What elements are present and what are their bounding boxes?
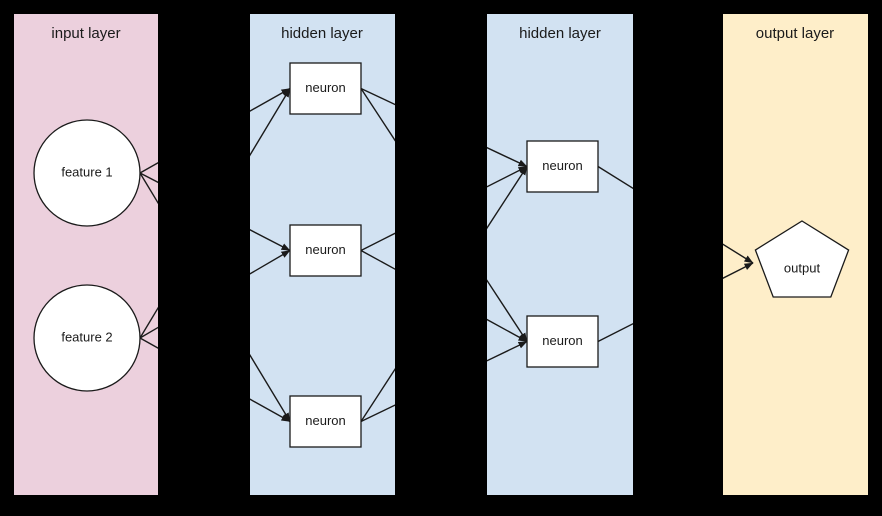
connection-edges bbox=[139, 87, 754, 423]
edge-segment-target bbox=[250, 87, 291, 112]
node-label: neuron bbox=[305, 413, 345, 428]
layer-title-hidden-1: hidden layer bbox=[281, 25, 363, 42]
edge-segment-target bbox=[487, 340, 528, 362]
circle-shape bbox=[33, 119, 141, 227]
node-label: neuron bbox=[542, 333, 582, 348]
pentagon-shape bbox=[754, 220, 850, 298]
rect-shape bbox=[289, 395, 362, 448]
node-label: feature 2 bbox=[61, 329, 112, 344]
edge-segment-target bbox=[250, 353, 291, 422]
node-h1-n1[interactable]: neuron bbox=[289, 62, 362, 115]
edge-segment-target bbox=[250, 249, 291, 275]
edge-segment-target bbox=[487, 146, 528, 168]
edge-arrow-h2-n1-to-out-1 bbox=[723, 243, 754, 264]
node-h1-n3[interactable]: neuron bbox=[289, 395, 362, 448]
edge-h2-n2-to-out-1 bbox=[597, 322, 633, 343]
edge-h2-n1-to-out-1 bbox=[597, 165, 633, 190]
edge-h1-n2-to-h2-n1 bbox=[360, 232, 395, 252]
edge-arrow-feature-1-to-h1-n2 bbox=[250, 229, 291, 252]
rect-shape bbox=[526, 140, 599, 193]
rect-shape bbox=[526, 315, 599, 368]
edge-h1-n2-to-h2-n2 bbox=[360, 249, 395, 270]
node-label: output bbox=[784, 260, 821, 275]
edge-segment-target bbox=[250, 88, 291, 157]
edge-segment-source bbox=[360, 404, 395, 423]
edge-arrow-feature-2-to-h1-n3 bbox=[250, 398, 291, 423]
edge-arrow-h1-n2-to-h2-n1 bbox=[487, 165, 528, 188]
network-nodes: feature 1 feature 2 neuron neuron neuron neur… bbox=[33, 62, 850, 448]
rect-shape bbox=[289, 62, 362, 115]
edge-segment-target bbox=[487, 279, 528, 342]
node-feature-2[interactable]: feature 2 bbox=[33, 284, 141, 392]
edge-segment-target bbox=[487, 318, 528, 343]
node-h1-n2[interactable]: neuron bbox=[289, 224, 362, 277]
edge-arrow-feature-1-to-h1-n3 bbox=[250, 353, 291, 422]
node-label: neuron bbox=[542, 158, 582, 173]
edge-segment-source bbox=[597, 165, 633, 190]
edge-segment-target bbox=[487, 166, 528, 230]
layer-title-hidden-2: hidden layer bbox=[519, 25, 601, 42]
edge-arrow-h1-n3-to-h2-n2 bbox=[487, 340, 528, 362]
edge-segment-target bbox=[487, 165, 528, 188]
layer-title-output: output layer bbox=[756, 25, 834, 42]
edge-arrow-h2-n2-to-out-1 bbox=[723, 262, 754, 279]
node-label: feature 1 bbox=[61, 164, 112, 179]
layer-background-hidden-2 bbox=[487, 14, 633, 495]
edge-arrow-feature-2-to-h1-n2 bbox=[250, 249, 291, 275]
circle-shape bbox=[33, 284, 141, 392]
node-h2-n2[interactable]: neuron bbox=[526, 315, 599, 368]
edge-segment-target bbox=[723, 243, 754, 264]
layer-background-input bbox=[14, 14, 158, 495]
edge-arrow-h1-n1-to-h2-n1 bbox=[487, 146, 528, 168]
node-h2-n1[interactable]: neuron bbox=[526, 140, 599, 193]
layer-titles: input layer hidden layer hidden layer outpu… bbox=[51, 25, 834, 42]
edge-segment-source bbox=[360, 232, 395, 252]
edge-h1-n3-to-h2-n1 bbox=[360, 367, 395, 422]
node-feature-1[interactable]: feature 1 bbox=[33, 119, 141, 227]
edge-segment-target bbox=[250, 398, 291, 423]
edge-arrow-h1-n2-to-h2-n2 bbox=[487, 318, 528, 343]
edge-arrow-h1-n3-to-h2-n1 bbox=[487, 166, 528, 230]
node-label: neuron bbox=[305, 242, 345, 257]
edge-h1-n1-to-h2-n2 bbox=[360, 88, 395, 142]
edge-segment-target bbox=[250, 229, 291, 252]
edge-segment-target bbox=[723, 262, 754, 279]
edge-segment-source bbox=[597, 322, 633, 343]
node-out-1[interactable]: output bbox=[754, 220, 850, 298]
node-label: neuron bbox=[305, 80, 345, 95]
edge-arrow-feature-2-to-h1-n1 bbox=[250, 88, 291, 157]
edge-h1-n1-to-h2-n1 bbox=[360, 87, 395, 106]
layer-title-input: input layer bbox=[51, 25, 120, 42]
rect-shape bbox=[289, 224, 362, 277]
edge-segment-source bbox=[360, 367, 395, 422]
edge-arrow-h1-n1-to-h2-n2 bbox=[487, 279, 528, 342]
edge-arrow-feature-1-to-h1-n1 bbox=[250, 87, 291, 112]
edge-segment-source bbox=[360, 249, 395, 270]
edge-segment-source bbox=[360, 88, 395, 142]
edge-segment-source bbox=[360, 87, 395, 106]
edge-h1-n3-to-h2-n2 bbox=[360, 404, 395, 423]
